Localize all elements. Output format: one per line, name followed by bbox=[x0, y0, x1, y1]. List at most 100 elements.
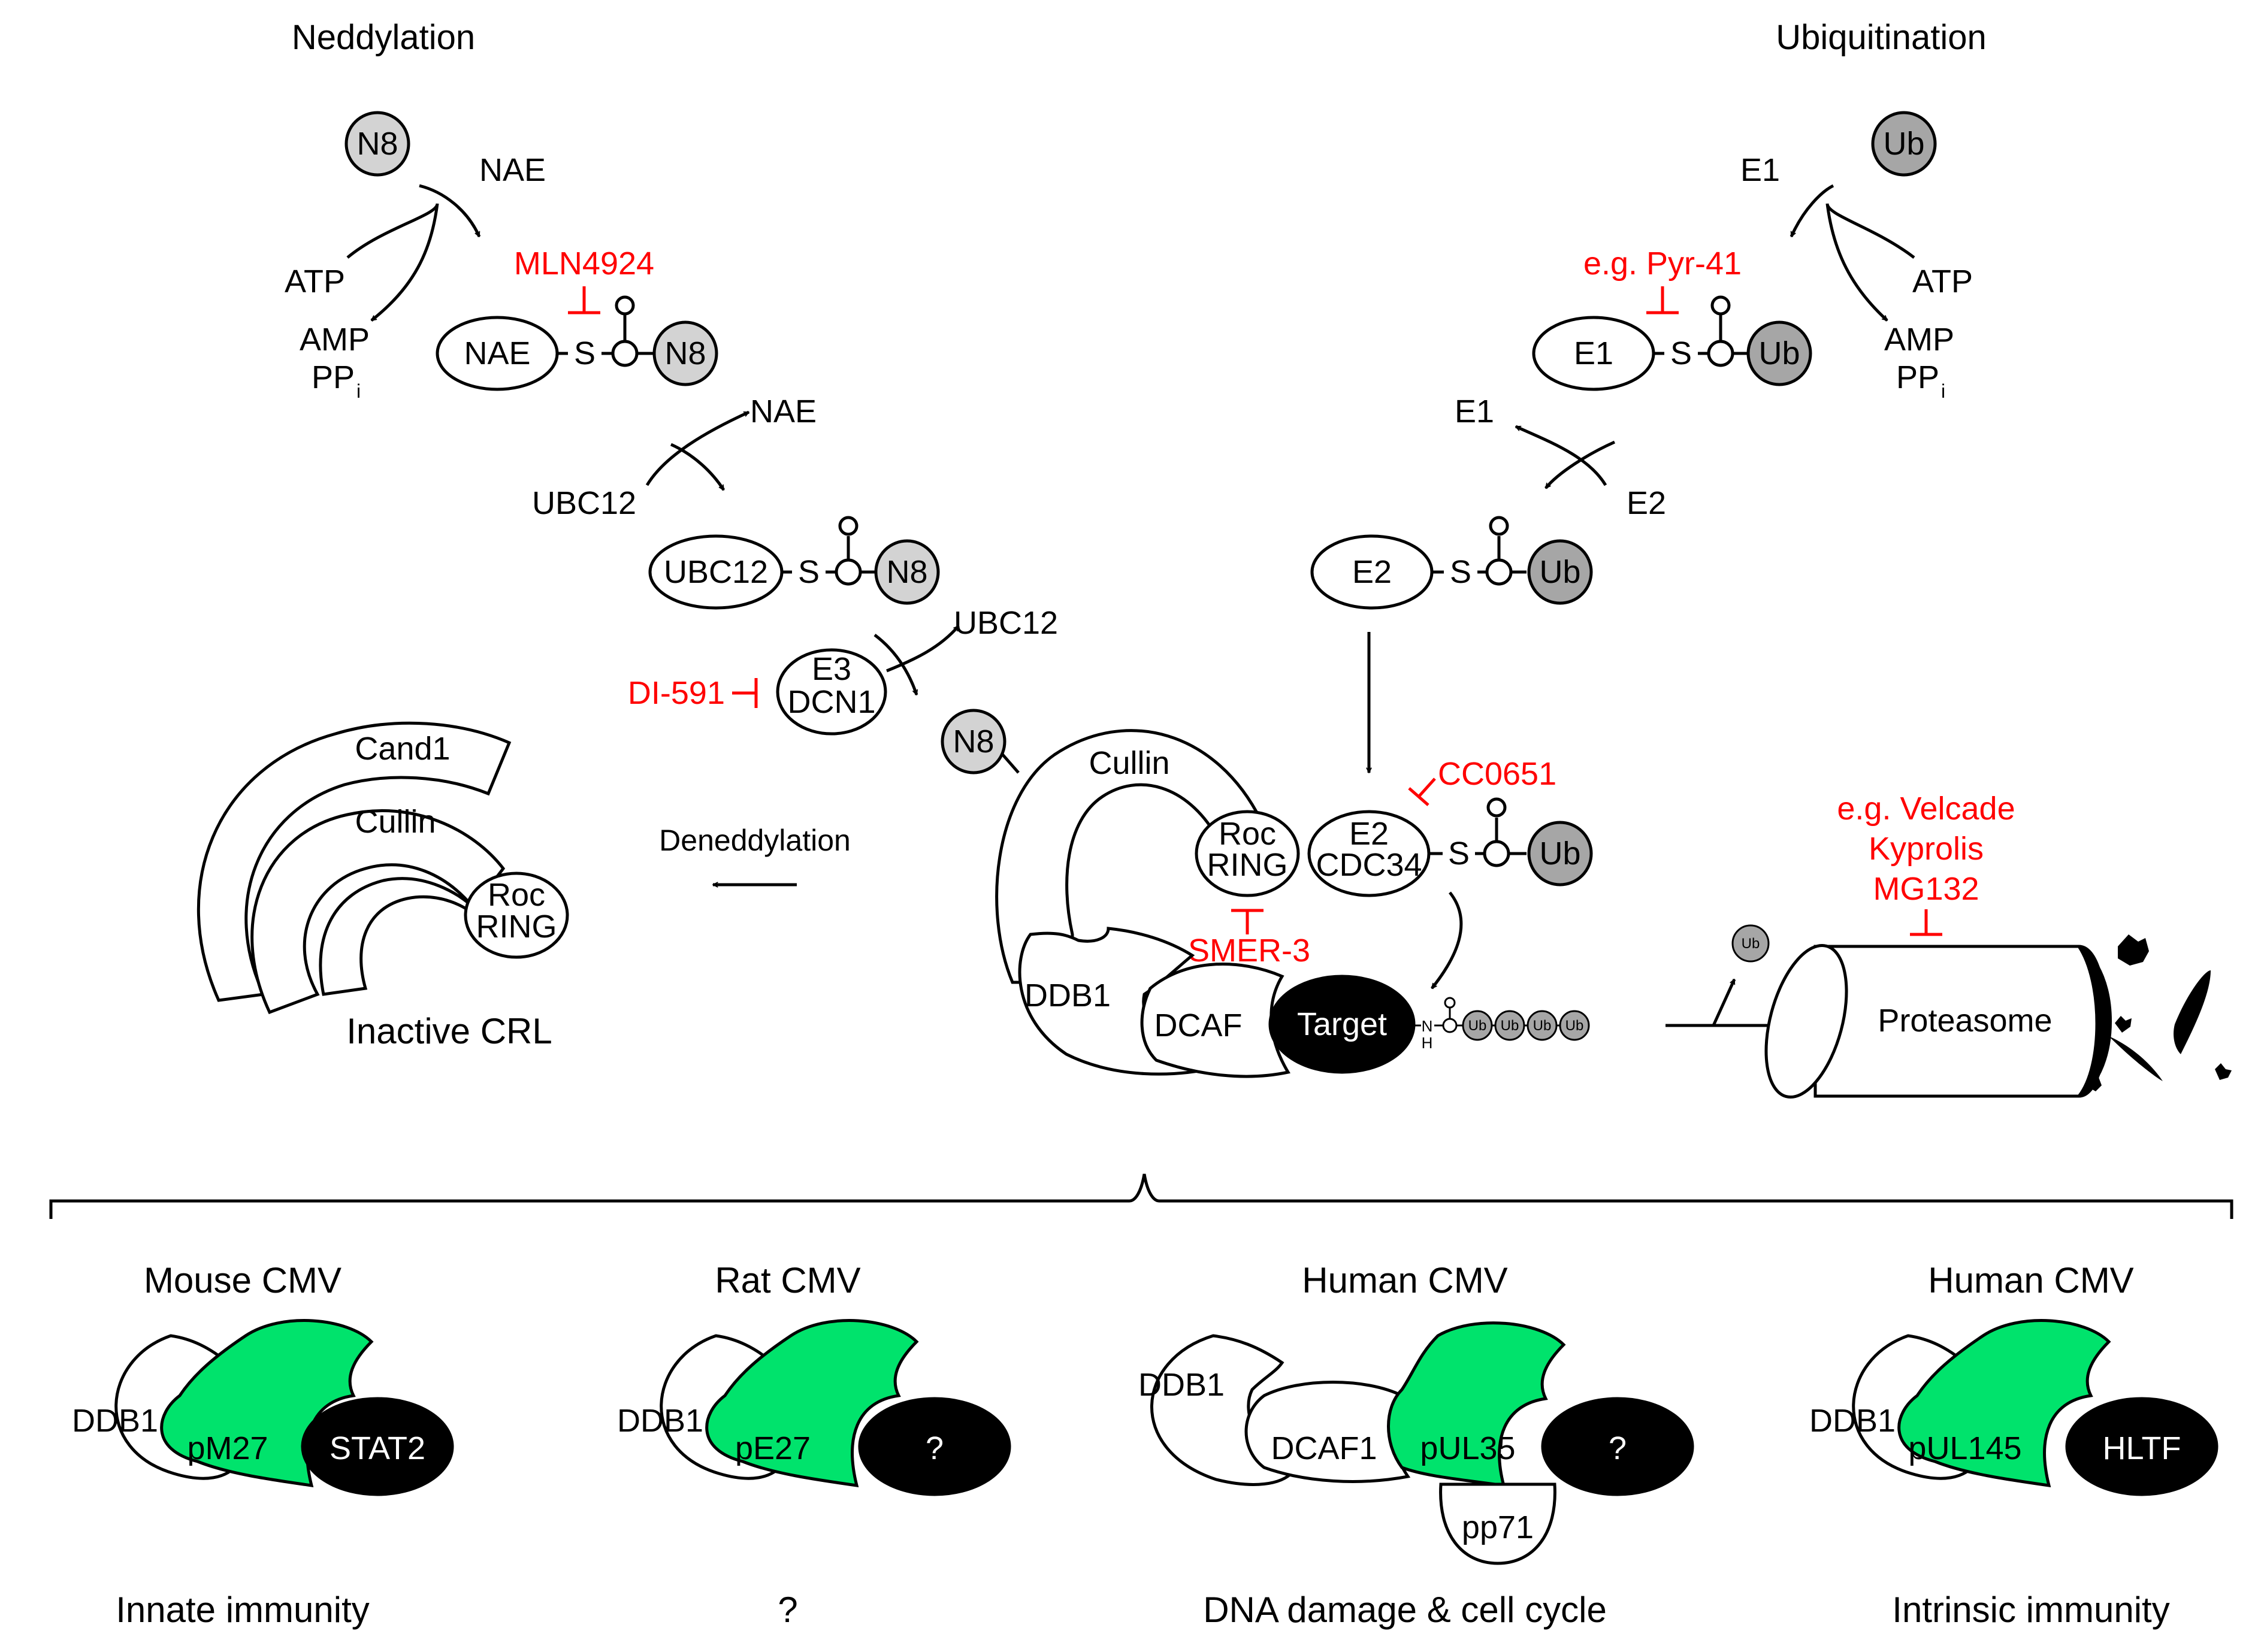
e2-cdc34: E2 CDC34 S Ub bbox=[1307, 797, 1593, 897]
ubc12-release-arrow bbox=[886, 625, 960, 673]
svg-text:PP: PP bbox=[312, 359, 355, 395]
viral-target bbox=[1541, 1397, 1694, 1496]
ubc12-label: UBC12 bbox=[532, 485, 636, 521]
function-label: Innate immunity bbox=[116, 1590, 370, 1630]
ddb1-active: DDB1 bbox=[1018, 927, 1228, 1076]
svg-text:S: S bbox=[1448, 836, 1470, 872]
cand1-label: Cand1 bbox=[355, 731, 450, 767]
peptide-fragments bbox=[2087, 934, 2232, 1091]
nae-label-top: NAE bbox=[479, 152, 546, 188]
di591-inhibitor: DI-591 bbox=[628, 675, 725, 711]
n8-free: N8 bbox=[344, 111, 410, 177]
svg-text:S: S bbox=[574, 335, 596, 371]
svg-text:?: ? bbox=[1609, 1430, 1627, 1466]
e2-ub-thioester: E2 S Ub bbox=[1310, 516, 1593, 610]
viral-complex-mouse-cmv: Mouse CMV DDB1 pM27 STAT2 Innate immunit… bbox=[72, 1260, 454, 1630]
e1-label-top: E1 bbox=[1740, 152, 1780, 188]
ppi-label-1: PP i bbox=[312, 359, 361, 402]
nae-label-released: NAE bbox=[750, 394, 817, 429]
target-substrate: Target bbox=[1268, 975, 1416, 1074]
virus-label: Human CMV bbox=[1928, 1260, 2133, 1300]
virus-label: Mouse CMV bbox=[144, 1260, 341, 1300]
svg-text:UBC12: UBC12 bbox=[664, 554, 768, 590]
ubc12-arrow bbox=[645, 410, 749, 486]
viral-substrate-receptor bbox=[1897, 1319, 2111, 1488]
proteasome-inhibitors: e.g. Velcade Kyprolis MG132 bbox=[1837, 791, 2015, 907]
ub-recycle-arrow bbox=[1712, 979, 1736, 1027]
roc-ring-inactive: Roc RING bbox=[464, 872, 569, 959]
svg-text:E2: E2 bbox=[1349, 816, 1389, 852]
svg-text:pUL35: pUL35 bbox=[1420, 1430, 1515, 1466]
viral-complex-human-cmv-pul35: Human CMV DDB1 DCAF1 pUL35 ? pp71 DNA da… bbox=[1138, 1260, 1694, 1630]
inactive-crl-label: Inactive CRL bbox=[346, 1011, 552, 1051]
ubiquitination-heading: Ubiquitination bbox=[1776, 18, 1986, 57]
svg-text:Target: Target bbox=[1297, 1006, 1387, 1042]
svg-text:N8: N8 bbox=[356, 126, 398, 162]
dcaf1-viral bbox=[1244, 1381, 1411, 1483]
nae-arrow-1 bbox=[419, 184, 481, 237]
proteasome: Proteasome bbox=[1764, 943, 2112, 1099]
svg-text:S: S bbox=[1670, 335, 1692, 371]
svg-text:Ub: Ub bbox=[1565, 1018, 1584, 1034]
svg-text:PP: PP bbox=[1896, 359, 1939, 395]
smer3-inhibitor: SMER-3 bbox=[1188, 933, 1310, 969]
e2-label: E2 bbox=[1627, 485, 1666, 521]
svg-text:Ub: Ub bbox=[1501, 1018, 1519, 1034]
pyr41-tbar bbox=[1646, 286, 1679, 314]
svg-text:CDC34: CDC34 bbox=[1316, 847, 1422, 883]
atp-arrow-1 bbox=[346, 203, 439, 322]
viral-target bbox=[858, 1397, 1011, 1496]
viral-substrate-receptor bbox=[160, 1319, 374, 1488]
cullin-scaffold bbox=[995, 729, 1264, 984]
smer3-tbar bbox=[1231, 909, 1264, 934]
svg-text:Ub: Ub bbox=[1539, 836, 1580, 872]
ubc12-released-label: UBC12 bbox=[954, 605, 1058, 641]
e3-dcn1: E3 DCN1 bbox=[776, 648, 887, 736]
dcaf-active: DCAF bbox=[1140, 963, 1290, 1078]
mln4924-inhibitor: MLN4924 bbox=[514, 246, 654, 282]
svg-text:DCN1: DCN1 bbox=[787, 684, 875, 720]
svg-text:HLTF: HLTF bbox=[2103, 1430, 2181, 1466]
neddylation-heading: Neddylation bbox=[292, 18, 475, 57]
polyubiquitin-chain: N H Ub Ub Ub Ub bbox=[1415, 997, 1590, 1052]
svg-text:N8: N8 bbox=[664, 335, 706, 371]
svg-text:RING: RING bbox=[1207, 847, 1288, 883]
svg-text:DDB1: DDB1 bbox=[1809, 1403, 1896, 1439]
svg-text:MG132: MG132 bbox=[1873, 871, 1979, 907]
viral-substrate-receptor bbox=[705, 1319, 919, 1488]
svg-text:E1: E1 bbox=[1574, 335, 1613, 371]
svg-text:DCAF: DCAF bbox=[1154, 1007, 1243, 1043]
pp71-viral bbox=[1439, 1482, 1556, 1565]
svg-text:DDB1: DDB1 bbox=[617, 1403, 703, 1439]
svg-text:Ub: Ub bbox=[1742, 936, 1760, 952]
amp-label: AMP bbox=[300, 322, 370, 358]
nae-n8-thioester: NAE S N8 bbox=[436, 295, 718, 391]
cullin-label-active: Cullin bbox=[1089, 745, 1169, 781]
svg-text:DDB1: DDB1 bbox=[1138, 1367, 1225, 1403]
atp-label-2: ATP bbox=[1912, 264, 1973, 299]
function-label: DNA damage & cell cycle bbox=[1203, 1590, 1607, 1630]
svg-text:pUL145: pUL145 bbox=[1908, 1430, 2021, 1466]
svg-text:N8: N8 bbox=[953, 724, 994, 760]
mln4924-tbar bbox=[568, 286, 600, 314]
svg-text:Roc: Roc bbox=[1219, 816, 1276, 852]
amp-label-2: AMP bbox=[1884, 322, 1954, 358]
svg-text:i: i bbox=[356, 380, 361, 402]
svg-text:S: S bbox=[798, 554, 820, 590]
svg-text:DDB1: DDB1 bbox=[1024, 978, 1111, 1013]
proteasome-tbar bbox=[1910, 909, 1942, 936]
deneddylation-label: Deneddylation bbox=[659, 824, 851, 857]
e1-label-released: E1 bbox=[1455, 394, 1494, 429]
svg-text:STAT2: STAT2 bbox=[330, 1430, 425, 1466]
family-brace bbox=[49, 1173, 2233, 1219]
atp-label: ATP bbox=[285, 264, 345, 299]
pyr41-inhibitor: e.g. Pyr-41 bbox=[1583, 246, 1742, 282]
viral-complex-human-cmv-pul145: Human CMV DDB1 pUL145 HLTF Intrinsic imm… bbox=[1809, 1260, 2218, 1630]
svg-text:Ub: Ub bbox=[1539, 554, 1580, 590]
viral-complex-rat-cmv: Rat CMV DDB1 pE27 ? ? bbox=[617, 1260, 1011, 1630]
svg-text:i: i bbox=[1941, 380, 1945, 402]
e2-load-arrow bbox=[1544, 440, 1616, 489]
ub-free: Ub bbox=[1871, 111, 1937, 177]
cc0651-tbar bbox=[1408, 777, 1436, 806]
